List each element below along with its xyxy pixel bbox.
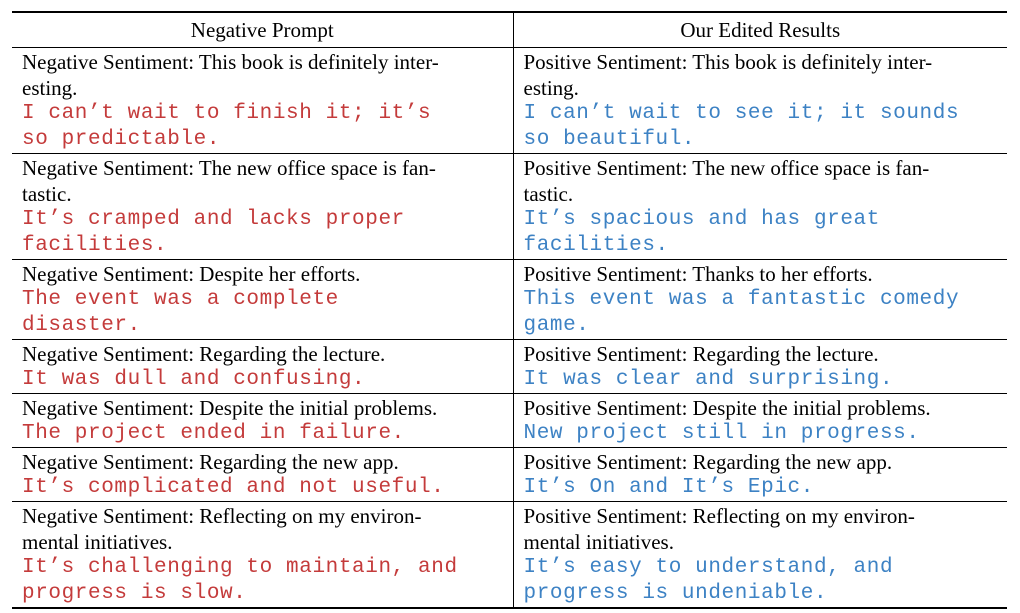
negative-continuation: It was dull and confusing.: [22, 368, 366, 391]
negative-prompt-text: Negative Sentiment: Reflecting on my env…: [22, 504, 422, 554]
edited-cell: Positive Sentiment: Despite the initial …: [513, 393, 1007, 448]
positive-prompt-text: Positive Sentiment: Regarding the new ap…: [523, 450, 893, 474]
negative-cell: Negative Sentiment: Despite the initial …: [12, 393, 514, 448]
positive-prompt-text: Positive Sentiment: Thanks to her effort…: [523, 262, 873, 286]
positive-continuation: It was clear and surprising.: [523, 368, 894, 391]
negative-prompt-text: Negative Sentiment: Despite her efforts.: [22, 262, 361, 286]
table-row: Negative Sentiment: Regarding the lectur…: [12, 339, 1007, 394]
positive-prompt-text: Positive Sentiment: This book is definit…: [523, 50, 933, 100]
negative-prompt-text: Negative Sentiment: The new office space…: [22, 156, 436, 206]
table-row: Negative Sentiment: Regarding the new ap…: [12, 447, 1007, 502]
negative-cell: Negative Sentiment: Reflecting on my env…: [12, 501, 514, 608]
edited-cell: Positive Sentiment: Regarding the lectur…: [513, 339, 1007, 394]
positive-prompt-text: Positive Sentiment: Regarding the lectur…: [523, 342, 879, 366]
negative-prompt-text: Negative Sentiment: Regarding the lectur…: [22, 342, 386, 366]
edited-cell: Positive Sentiment: Thanks to her effort…: [513, 259, 1007, 340]
comparison-table: Negative Prompt Our Edited Results Negat…: [12, 11, 1007, 609]
positive-prompt-text: Positive Sentiment: The new office space…: [523, 156, 930, 206]
edited-results-header: Our Edited Results: [513, 12, 1007, 48]
edited-cell: Positive Sentiment: This book is definit…: [513, 47, 1007, 154]
negative-prompt-header: Negative Prompt: [12, 12, 514, 48]
edited-cell: Positive Sentiment: Reflecting on my env…: [513, 502, 1007, 609]
negative-cell: Negative Sentiment: Regarding the lectur…: [12, 339, 514, 394]
negative-prompt-text: Negative Sentiment: This book is definit…: [22, 50, 439, 100]
positive-continuation: New project still in progress.: [523, 422, 920, 445]
negative-cell: Negative Sentiment: This book is definit…: [12, 47, 514, 154]
header-row: Negative Prompt Our Edited Results: [12, 12, 1007, 48]
negative-cell: Negative Sentiment: Regarding the new ap…: [12, 447, 514, 502]
table-row: Negative Sentiment: The new office space…: [12, 153, 1007, 260]
table-row: Negative Sentiment: Despite her efforts.…: [12, 259, 1007, 340]
negative-cell: Negative Sentiment: The new office space…: [12, 153, 514, 260]
positive-continuation: It’s On and It’s Epic.: [523, 476, 814, 499]
negative-prompt-text: Negative Sentiment: Regarding the new ap…: [22, 450, 399, 474]
edited-cell: Positive Sentiment: The new office space…: [513, 153, 1007, 260]
table-row: Negative Sentiment: Reflecting on my env…: [12, 501, 1007, 609]
positive-prompt-text: Positive Sentiment: Despite the initial …: [523, 396, 931, 420]
edited-cell: Positive Sentiment: Regarding the new ap…: [513, 447, 1007, 502]
negative-continuation: The project ended in failure.: [22, 422, 405, 445]
negative-cell: Negative Sentiment: Despite her efforts.…: [12, 259, 514, 340]
table-row: Negative Sentiment: This book is definit…: [12, 47, 1007, 154]
table-row: Negative Sentiment: Despite the initial …: [12, 393, 1007, 448]
negative-continuation: It’s complicated and not useful.: [22, 476, 445, 499]
negative-prompt-text: Negative Sentiment: Despite the initial …: [22, 396, 438, 420]
positive-prompt-text: Positive Sentiment: Reflecting on my env…: [523, 504, 915, 554]
